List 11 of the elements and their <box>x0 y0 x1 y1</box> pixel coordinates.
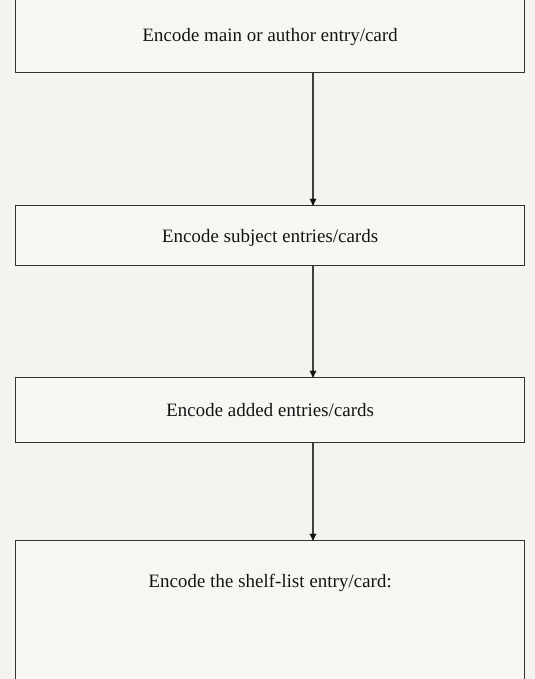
process-box <box>15 205 525 266</box>
arrow <box>310 73 316 206</box>
step-text: Encode added entries/cards <box>166 400 374 423</box>
step-text: Encode main or author entry/card <box>142 25 398 48</box>
arrow <box>310 266 316 378</box>
arrow <box>310 443 316 541</box>
step-text: Encode the shelf-list entry/card: <box>148 571 392 594</box>
process-box <box>15 377 525 443</box>
process-box <box>15 540 525 679</box>
step-text: Encode subject entries/cards <box>162 226 378 249</box>
process-box <box>15 0 525 73</box>
